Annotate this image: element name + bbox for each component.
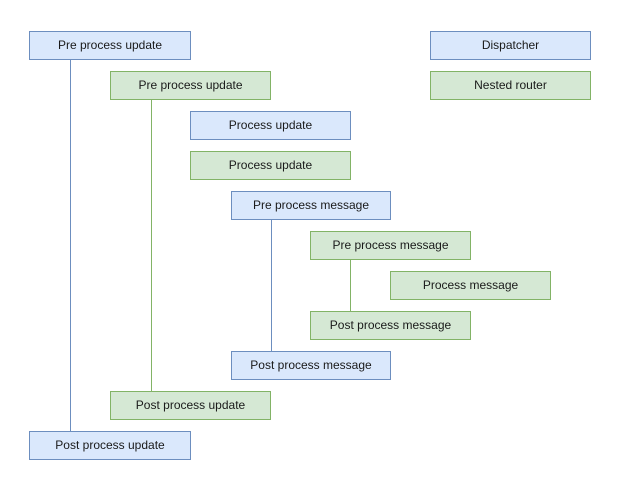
- node-post-process-update[interactable]: Post process update: [29, 431, 191, 460]
- node-process-update[interactable]: Process update: [190, 151, 351, 180]
- node-post-process-message[interactable]: Post process message: [231, 351, 391, 380]
- node-label: Post process message: [250, 357, 372, 372]
- legend-item-label: Dispatcher: [481, 37, 540, 52]
- legend-item-dispatcher[interactable]: Dispatcher: [430, 31, 591, 60]
- node-pre-process-message[interactable]: Pre process message: [231, 191, 391, 220]
- connector-dispatcher-update-span: [70, 60, 71, 431]
- node-label: Pre process message: [332, 237, 449, 252]
- connector-dispatcher-message-span: [271, 220, 272, 351]
- node-label: Process update: [228, 157, 313, 172]
- connector-router-update-span: [151, 100, 152, 391]
- node-post-process-message[interactable]: Post process message: [310, 311, 471, 340]
- legend-item-nested-router[interactable]: Nested router: [430, 71, 591, 100]
- node-label: Post process message: [329, 317, 452, 332]
- node-label: Pre process update: [138, 77, 243, 92]
- node-process-message[interactable]: Process message: [390, 271, 551, 300]
- node-post-process-update[interactable]: Post process update: [110, 391, 271, 420]
- connector-router-message-span: [350, 260, 351, 311]
- node-process-update[interactable]: Process update: [190, 111, 351, 140]
- legend-item-label: Nested router: [474, 77, 547, 92]
- node-label: Post process update: [55, 437, 165, 452]
- node-label: Process update: [228, 117, 313, 132]
- node-label: Pre process update: [57, 37, 163, 52]
- node-pre-process-update[interactable]: Pre process update: [29, 31, 191, 60]
- node-label: Process message: [422, 277, 519, 292]
- node-pre-process-update[interactable]: Pre process update: [110, 71, 271, 100]
- node-label: Post process update: [135, 397, 246, 412]
- node-label: Pre process message: [252, 197, 370, 212]
- node-pre-process-message[interactable]: Pre process message: [310, 231, 471, 260]
